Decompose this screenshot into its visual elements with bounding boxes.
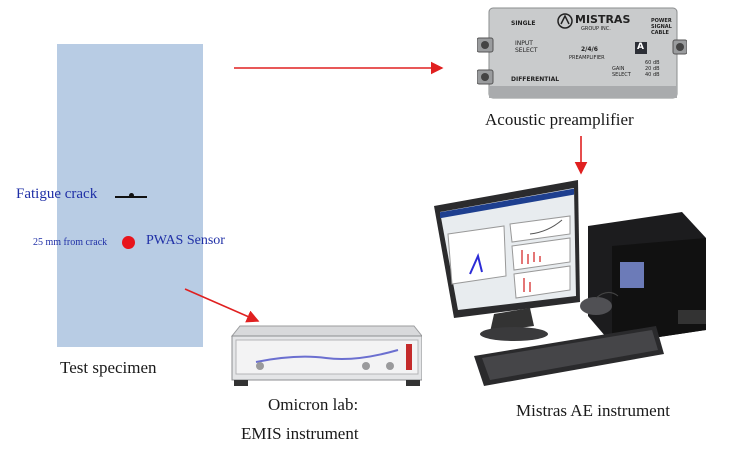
preamp-single-label: SINGLE [511, 20, 536, 27]
mistras-ae-caption: Mistras AE instrument [516, 401, 670, 420]
preamp-logo-letter: A [637, 42, 644, 52]
preamp-brand-sub: GROUP INC. [581, 26, 611, 32]
preamp-model-sub: PREAMPLIFIER [569, 55, 605, 61]
preamp-differential-label: DIFFERENTIAL [511, 76, 560, 83]
distance-label: 25 mm from crack [33, 237, 108, 248]
preamp-model-label: 2/4/6 [581, 46, 598, 53]
preamp-gain-select-label: GAIN SELECT [612, 66, 631, 78]
acoustic-preamplifier-device: MISTRAS GROUP INC. SINGLE INPUT SELECT 2… [477, 4, 687, 104]
omicron-caption-line2: EMIS instrument [241, 424, 359, 443]
pwas-sensor-dot [122, 236, 135, 249]
preamp-power-label: POWER SIGNAL CABLE [651, 18, 672, 36]
omicron-lab-device [226, 322, 422, 388]
mistras-ae-instrument [430, 176, 730, 398]
test-specimen-caption: Test specimen [60, 358, 157, 377]
fatigue-crack-tip [129, 193, 134, 198]
fatigue-crack-label: Fatigue crack [16, 186, 98, 202]
preamp-input-select-label: INPUT SELECT [515, 40, 538, 54]
preamp-gain-values: 60 dB 20 dB 40 dB [645, 60, 660, 78]
preamp-brand: MISTRAS [575, 13, 631, 26]
acoustic-preamplifier-caption: Acoustic preamplifier [485, 110, 634, 129]
omicron-caption-line1: Omicron lab: [268, 395, 359, 414]
pwas-sensor-label: PWAS Sensor [146, 233, 225, 248]
